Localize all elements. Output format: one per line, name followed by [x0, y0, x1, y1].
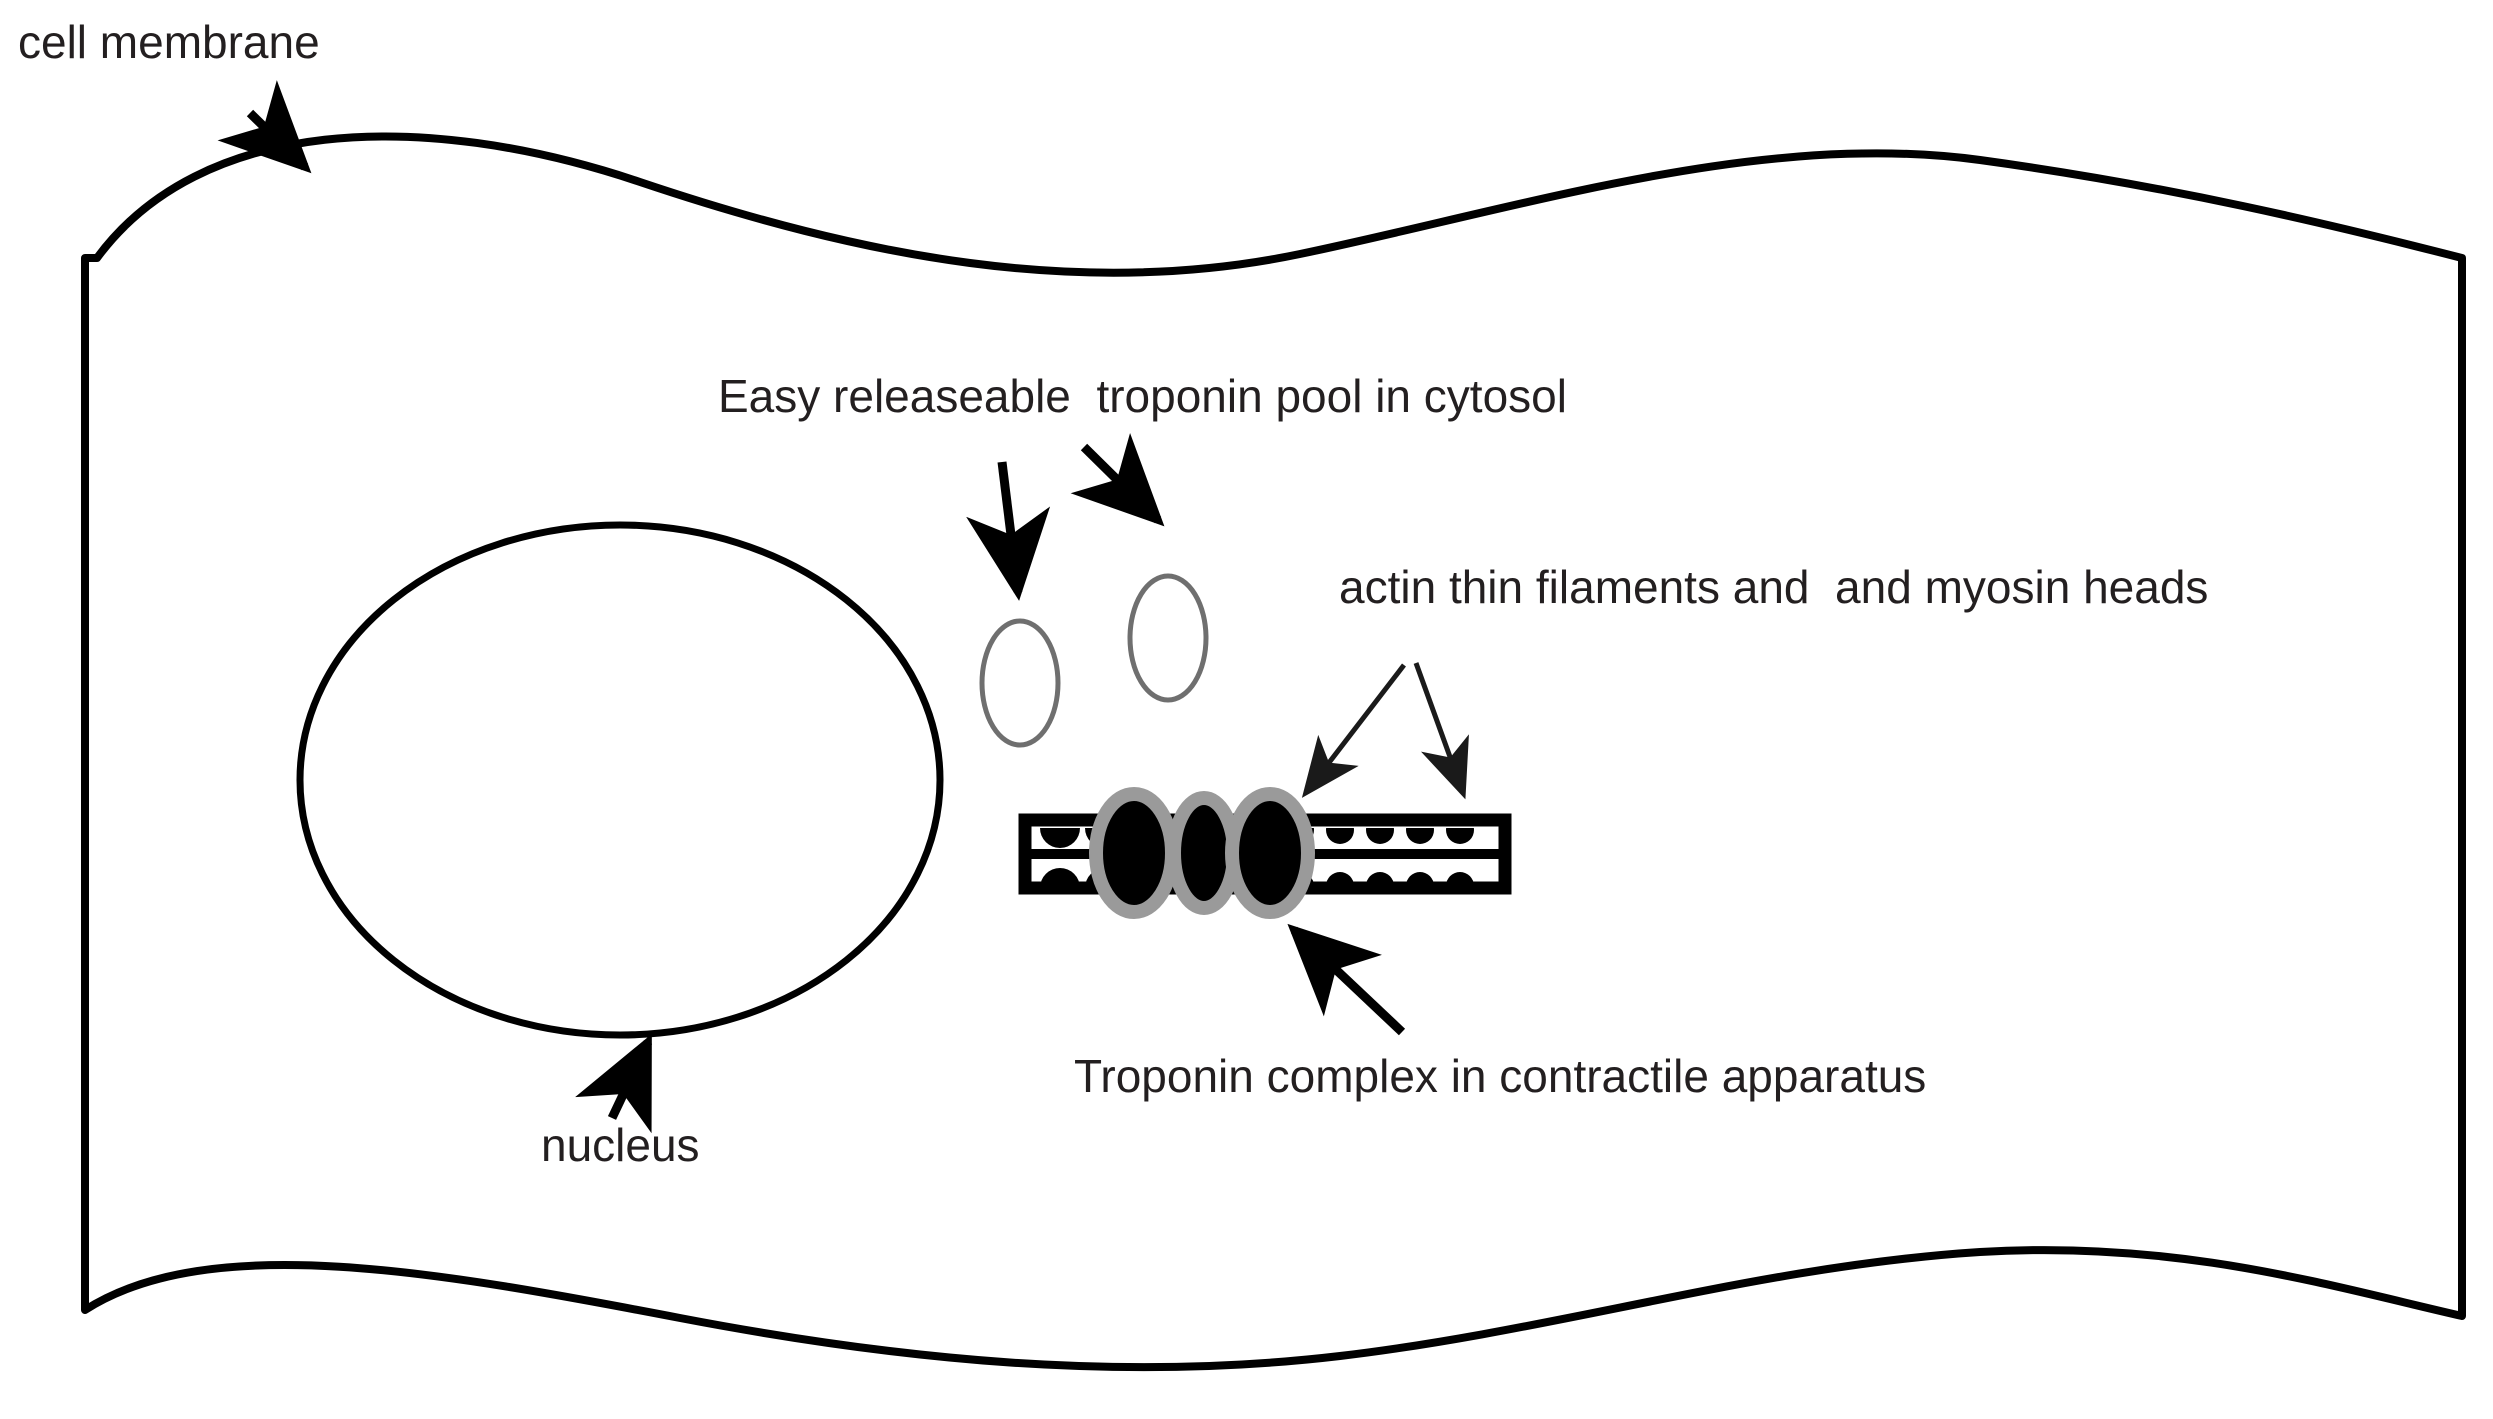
actin-arrow-left: [1301, 663, 1406, 798]
cytosol-pool-arrow-right: [1070, 433, 1165, 527]
free-troponin-molecule-1: [979, 618, 1061, 748]
cytosol-pool-arrow-left: [966, 461, 1051, 601]
actin-arrow-right: [1413, 662, 1469, 800]
label-troponin-complex: Troponin complex in contractile apparatu…: [1074, 1050, 1926, 1102]
troponin-complex-shape: [1089, 787, 1315, 919]
label-actin-and-myosin: actin thin filaments and and myosin head…: [1339, 561, 2208, 613]
cell-membrane-arrow: [217, 80, 312, 174]
troponin-unit-3: [1225, 787, 1315, 919]
nucleus-shape: [296, 521, 944, 1039]
cell-membrane-shape: [81, 132, 2466, 1372]
troponin-complex-arrow: [1287, 923, 1406, 1036]
free-troponin-molecule-2: [1127, 573, 1209, 703]
label-nucleus: nucleus: [541, 1119, 700, 1171]
annotation-arrows: [217, 80, 1469, 1134]
free-troponin-pool: [979, 573, 1209, 748]
nucleus-arrow: [575, 1033, 653, 1134]
label-cell-membrane: cell membrane: [18, 16, 320, 68]
label-cytosolic-troponin-pool: Easy releaseable troponin pool in cytoso…: [718, 370, 1567, 422]
troponin-unit-1: [1089, 787, 1179, 919]
